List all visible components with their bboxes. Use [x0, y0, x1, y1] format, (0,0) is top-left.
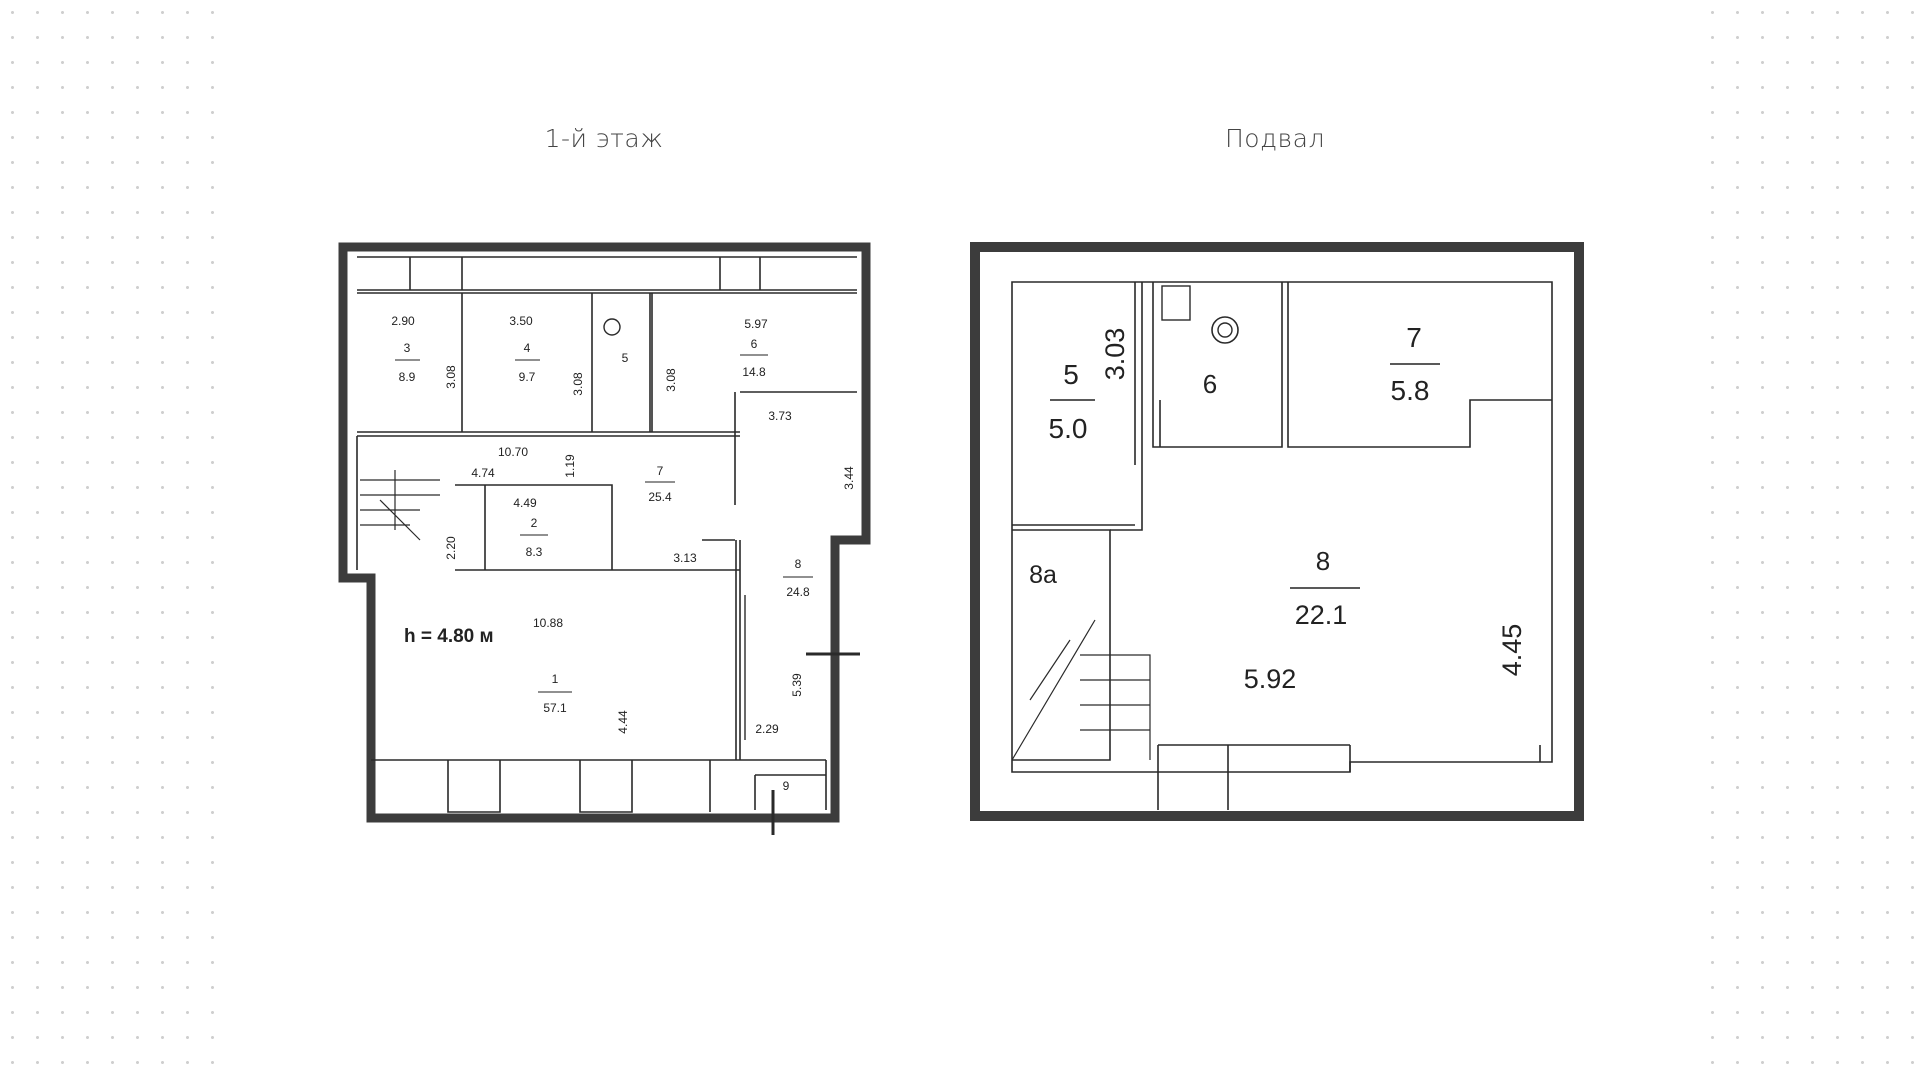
bs-room-7-num: 7: [1406, 322, 1422, 353]
bs-room-5-area: 5.0: [1049, 413, 1088, 444]
f1-dim: 5.39: [790, 673, 804, 697]
f1-room-4-num: 4: [524, 341, 531, 355]
floor1-stairs: [360, 470, 440, 541]
floor1-door-marks: [744, 595, 860, 835]
f1-room-5-num: 5: [622, 351, 629, 365]
f1-room-6-num: 6: [751, 337, 758, 351]
bs-room-5-num: 5: [1063, 359, 1079, 390]
f1-room-7-area: 25.4: [648, 490, 672, 504]
bs-room-6-num: 6: [1203, 369, 1217, 399]
f1-room-9-num: 9: [783, 779, 790, 793]
bs-room-8-area: 22.1: [1295, 600, 1348, 630]
f1-dim: 3.44: [842, 466, 856, 490]
content-area: [228, 0, 1693, 1078]
floor1-title: 1-й этаж: [544, 124, 664, 153]
f1-dim: 4.74: [471, 466, 495, 480]
f1-room-4-area: 9.7: [519, 370, 536, 384]
f1-room-3-num: 3: [404, 341, 411, 355]
bs-room-8a-num: 8a: [1029, 561, 1057, 589]
f1-dim: 5.97: [744, 317, 768, 331]
f1-room-3-area: 8.9: [399, 370, 416, 384]
f1-room-1-area: 57.1: [543, 701, 567, 715]
basement-outer-wall: [970, 242, 1584, 821]
f1-dim: 3.08: [444, 365, 458, 389]
f1-dim: 4.44: [616, 710, 630, 734]
f1-dim: 2.20: [444, 536, 458, 560]
f1-dim: 3.73: [768, 409, 792, 423]
f1-room-8-num: 8: [795, 557, 802, 571]
f1-room-2-area: 8.3: [526, 545, 543, 559]
f1-dim: 2.29: [755, 722, 779, 736]
bs-dim: 3.03: [1100, 328, 1130, 381]
f1-dim: 3.08: [571, 372, 585, 396]
f1-room-2-num: 2: [531, 516, 538, 530]
f1-dim: 1.19: [563, 454, 577, 478]
basement-interior-walls: [1011, 281, 1553, 810]
basement-title: Подвал: [1225, 124, 1325, 153]
f1-room-1-num: 1: [552, 672, 559, 686]
f1-dim: 3.13: [673, 551, 697, 565]
f1-dim: 10.70: [498, 445, 528, 459]
bs-room-8-num: 8: [1316, 546, 1330, 576]
bs-dim: 5.92: [1244, 664, 1297, 694]
bs-room-7-area: 5.8: [1391, 375, 1430, 406]
f1-room-7-num: 7: [657, 464, 664, 478]
basement-stairs: [1011, 619, 1151, 761]
f1-room-6-area: 14.8: [742, 365, 766, 379]
f1-height-note: h = 4.80 м: [404, 626, 494, 647]
floor1-toilet-icon: [603, 318, 621, 336]
f1-dim: 4.49: [513, 496, 537, 510]
f1-dim: 10.88: [533, 616, 563, 630]
f1-dim: 3.50: [509, 314, 533, 328]
f1-dim: 3.08: [664, 368, 678, 392]
f1-room-8-area: 24.8: [786, 585, 810, 599]
f1-dim: 2.90: [391, 314, 415, 328]
basement-toilet-icon: [1161, 285, 1239, 344]
bs-dim: 4.45: [1497, 624, 1527, 677]
floor1-interior-walls: [356, 256, 857, 813]
floor1-outer-wall: [338, 242, 871, 823]
